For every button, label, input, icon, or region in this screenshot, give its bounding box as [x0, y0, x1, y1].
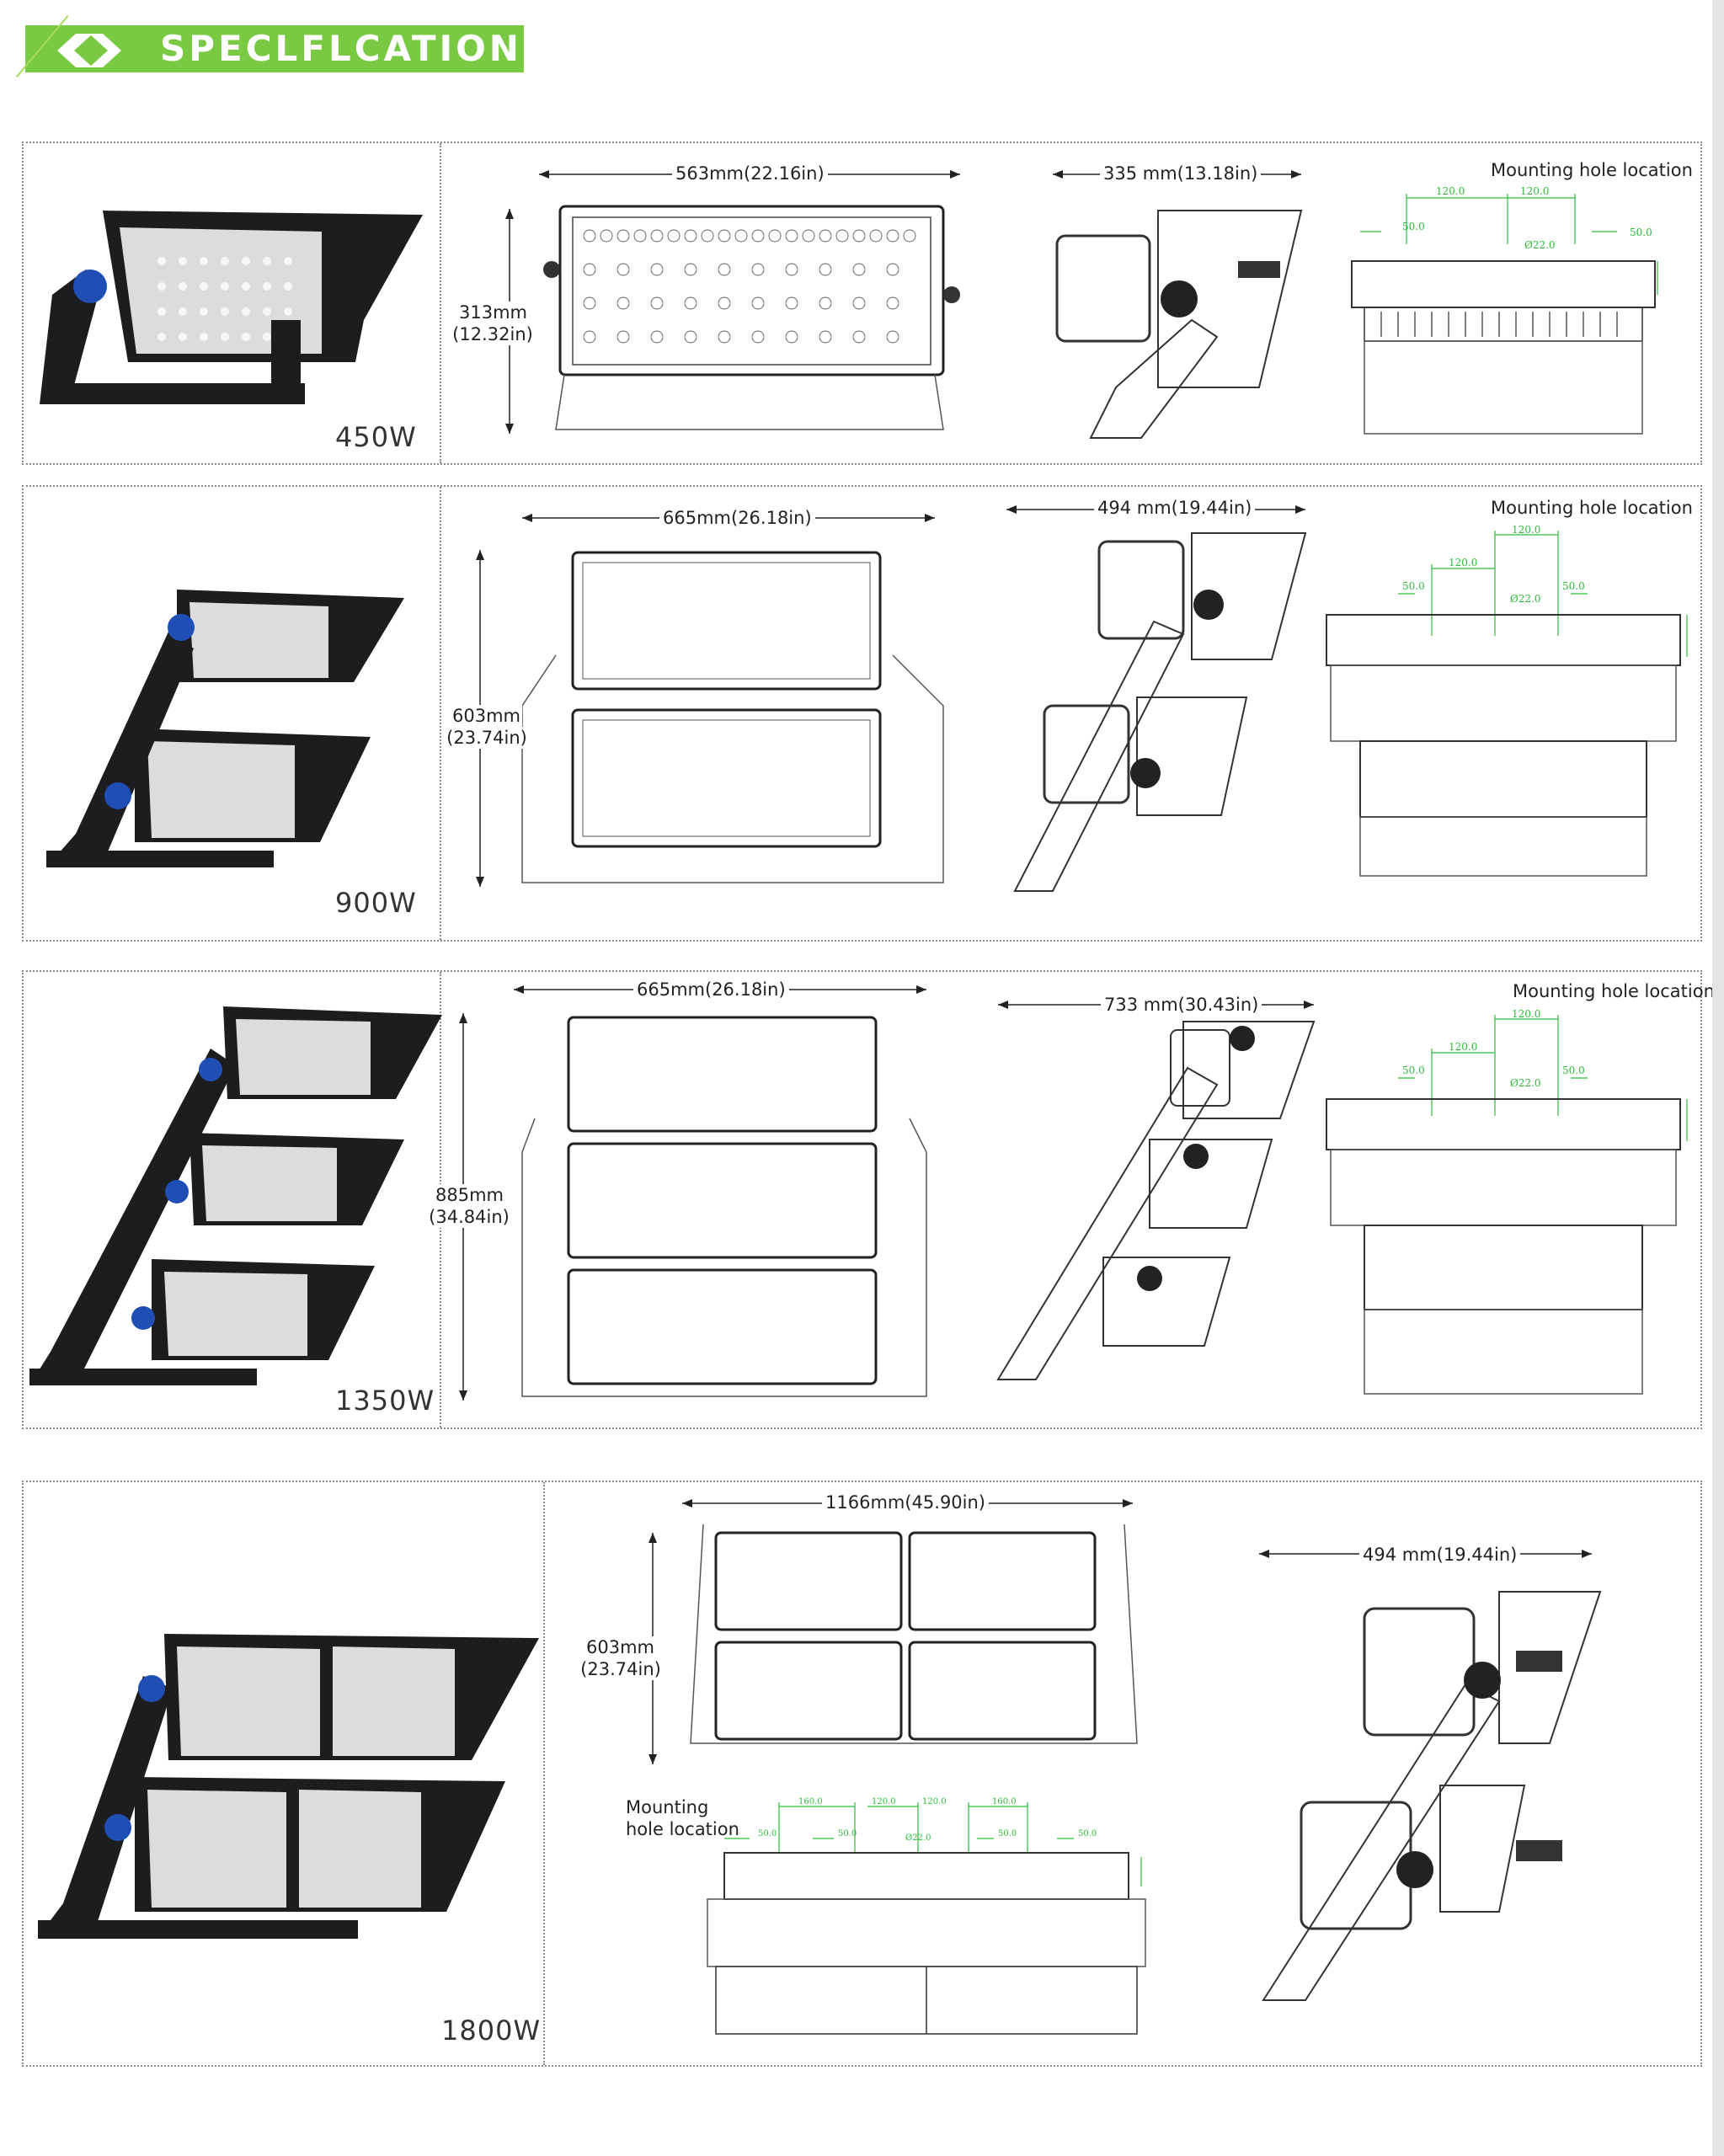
vertical-scrollbar[interactable] [1712, 0, 1724, 2156]
height-dimension-mm: 885mm [434, 1184, 505, 1206]
mounting-hole-drawing: 120.0 120.0 50.0 50.0 Ø22.0 [1326, 1008, 1688, 1395]
svg-text:120.0: 120.0 [1512, 1008, 1540, 1020]
svg-text:50.0: 50.0 [1402, 580, 1425, 592]
svg-text:50.0: 50.0 [1562, 580, 1585, 592]
depth-dimension: 733 mm(30.43in) [1101, 995, 1262, 1015]
svg-text:Ø22.0: Ø22.0 [905, 1833, 931, 1843]
panel-divider [543, 1482, 545, 2065]
height-dimension-in: (23.74in) [444, 727, 530, 749]
svg-text:160.0: 160.0 [798, 1797, 823, 1806]
floodlight-450w-photo [40, 211, 423, 404]
height-dimension-in: (12.32in) [451, 323, 535, 345]
svg-text:120.0: 120.0 [1449, 1041, 1477, 1053]
svg-text:50.0: 50.0 [998, 1829, 1017, 1838]
svg-text:120.0: 120.0 [1520, 185, 1549, 197]
panel-divider [440, 143, 441, 463]
mounting-hole-label-line1: Mounting [626, 1797, 709, 1817]
floodlight-900w-photo [46, 590, 404, 867]
width-dimension: 563mm(22.16in) [672, 163, 828, 184]
panel-divider [440, 487, 441, 940]
svg-text:120.0: 120.0 [1449, 557, 1477, 568]
chevron-left-icon [57, 34, 121, 67]
wattage-label: 1800W [441, 2015, 542, 2047]
depth-dimension: 494 mm(19.44in) [1094, 498, 1256, 518]
spec-panel-450w [22, 141, 1702, 465]
svg-text:120.0: 120.0 [872, 1797, 896, 1806]
page-title: SPECLFLCATIONS [160, 28, 552, 69]
floodlight-1800w-photo [38, 1634, 539, 1939]
mounting-hole-drawing: 160.0 120.0 120.0 160.0 50.0 50.0 Ø22.0 50.0 50… [707, 1797, 1146, 2035]
svg-text:50.0: 50.0 [1630, 227, 1652, 238]
svg-text:120.0: 120.0 [1512, 524, 1540, 536]
width-dimension: 665mm(26.18in) [659, 508, 815, 528]
mounting-hole-drawing: 120.0 120.0 50.0 50.0 Ø22.0 [1351, 185, 1658, 435]
front-view-drawing [649, 1499, 1138, 1764]
height-dimension-mm: 313mm [459, 302, 527, 323]
front-view-drawing [505, 170, 960, 434]
svg-text:160.0: 160.0 [992, 1797, 1017, 1806]
side-view-drawing [996, 1001, 1316, 1380]
spec-panel-1350w [22, 970, 1702, 1429]
mounting-hole-label: Mounting hole location [1513, 981, 1715, 1001]
svg-text:Ø22.0: Ø22.0 [1510, 593, 1541, 605]
width-dimension: 1166mm(45.90in) [822, 1492, 990, 1513]
mounting-hole-label: Mounting hole location [1491, 498, 1693, 518]
height-dimension-mm: 603mm [584, 1636, 656, 1658]
front-view-drawing [459, 985, 927, 1401]
side-view-drawing [1006, 505, 1307, 892]
height-dimension-in: (23.74in) [578, 1658, 664, 1680]
svg-text:Ø22.0: Ø22.0 [1524, 239, 1556, 251]
front-view-drawing [476, 514, 944, 887]
svg-text:50.0: 50.0 [1078, 1829, 1097, 1838]
mounting-hole-label-line2: hole location [626, 1819, 739, 1839]
floodlight-1350w-photo [29, 1006, 442, 1385]
svg-text:120.0: 120.0 [922, 1797, 947, 1806]
depth-dimension: 335 mm(13.18in) [1100, 163, 1262, 184]
mounting-hole-label: Mounting hole location [1491, 160, 1693, 180]
wattage-label: 1350W [335, 1385, 435, 1417]
svg-text:50.0: 50.0 [1402, 1065, 1425, 1076]
svg-text:50.0: 50.0 [1402, 221, 1425, 232]
wattage-label: 900W [335, 887, 417, 919]
height-dimension-in: (34.84in) [426, 1206, 512, 1228]
svg-text:50.0: 50.0 [758, 1829, 777, 1838]
width-dimension: 665mm(26.18in) [633, 979, 789, 1000]
spec-panel-900w [22, 485, 1702, 942]
svg-text:50.0: 50.0 [1562, 1065, 1585, 1076]
mounting-hole-drawing: 120.0 120.0 50.0 50.0 Ø22.0 [1326, 524, 1688, 877]
spec-panel-1800w [22, 1481, 1702, 2067]
svg-text:50.0: 50.0 [838, 1829, 857, 1838]
height-dimension-mm: 603mm [451, 705, 522, 727]
side-view-drawing [1053, 170, 1303, 439]
svg-text:120.0: 120.0 [1436, 185, 1465, 197]
wattage-label: 450W [335, 421, 417, 453]
depth-dimension: 494 mm(19.44in) [1359, 1545, 1521, 1565]
side-view-drawing [1259, 1550, 1602, 2001]
svg-text:Ø22.0: Ø22.0 [1510, 1077, 1541, 1089]
